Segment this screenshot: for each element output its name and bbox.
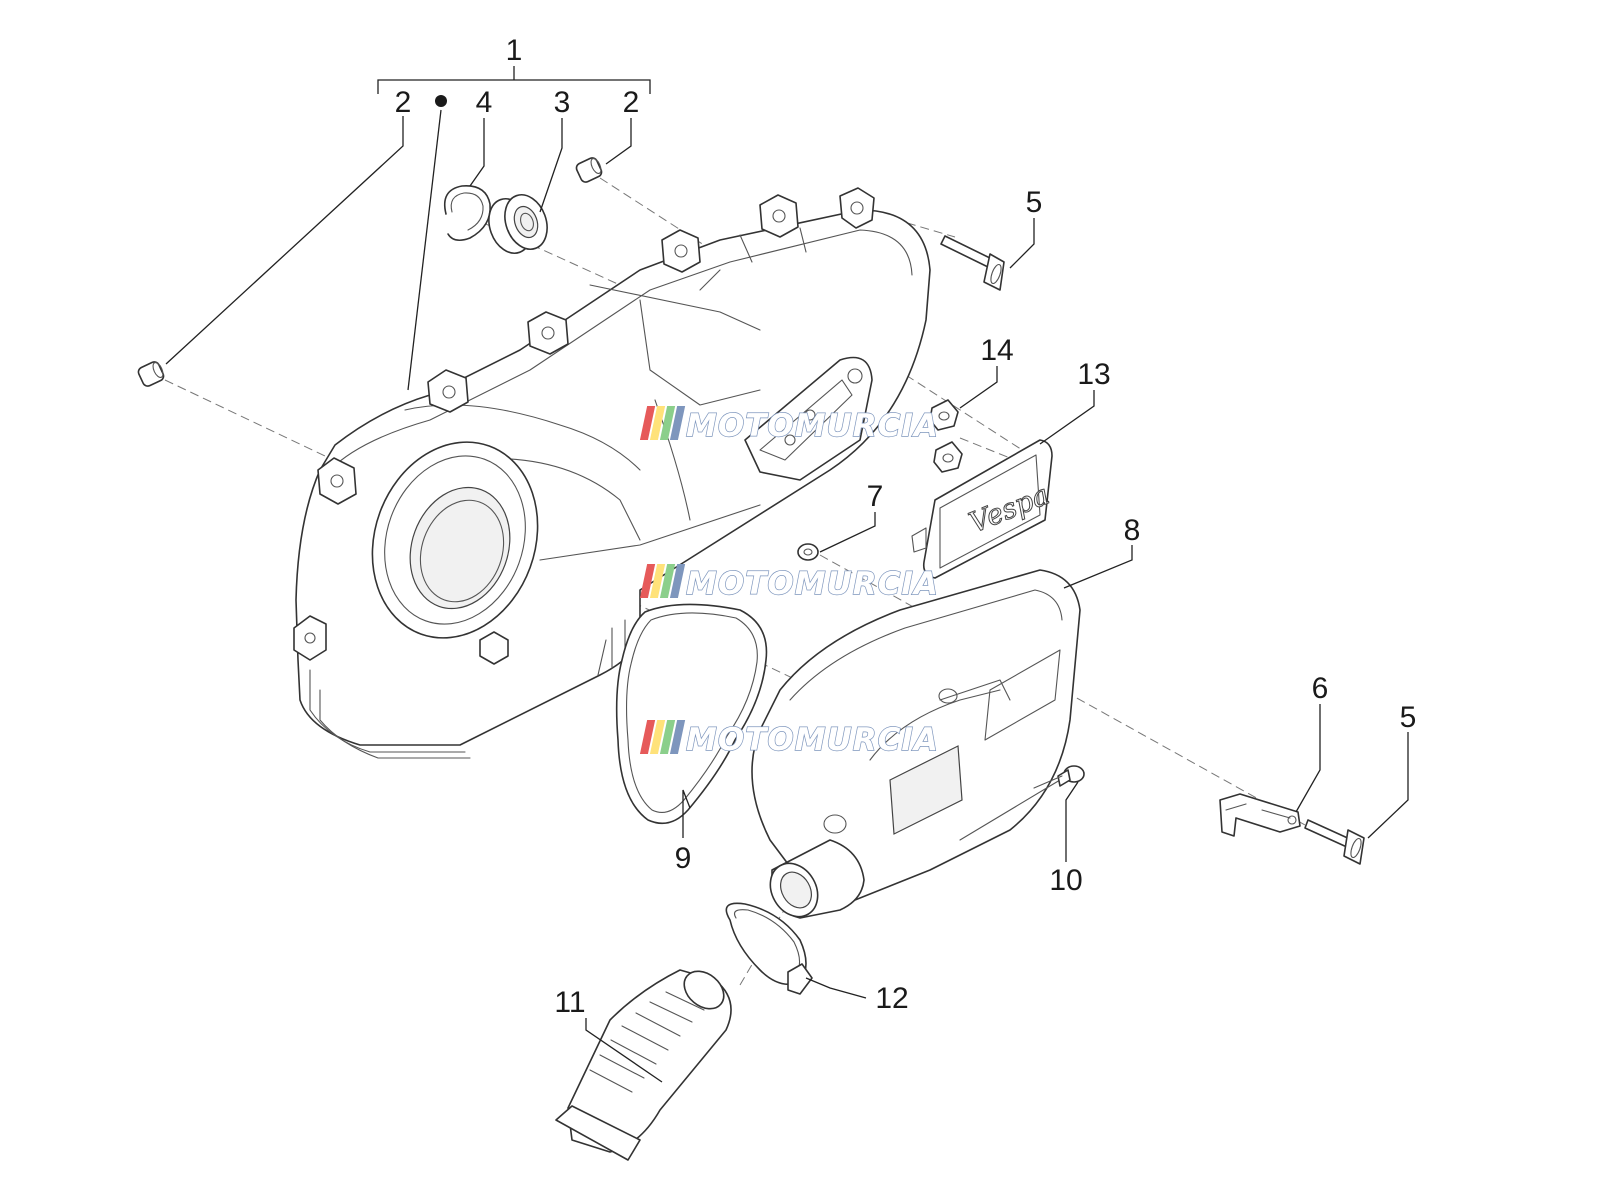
transmission-cover-part <box>293 187 931 759</box>
callout-9: 9 <box>675 842 692 875</box>
callout-14: 14 <box>980 334 1013 367</box>
watermark-text-top: MOTOMURCIA <box>686 408 939 444</box>
watermark-bottom: MOTOMURCIA <box>639 720 939 759</box>
callout-12: 12 <box>875 982 908 1015</box>
rubber-pad-lower-part <box>933 441 963 473</box>
callout-10: 10 <box>1049 864 1082 897</box>
callout-8: 8 <box>1124 514 1141 547</box>
watermark-text-bottom: MOTOMURCIA <box>686 722 939 758</box>
assembly-group-bracket <box>377 66 651 107</box>
hose-clamp-part <box>725 902 813 995</box>
callout-5-top: 5 <box>1026 186 1043 219</box>
included-part-dot <box>435 95 447 107</box>
air-filter-box-part <box>751 569 1081 919</box>
dowel-pin-left-part <box>137 361 165 387</box>
callout-11: 11 <box>554 986 585 1019</box>
intake-duct-part <box>555 969 732 1161</box>
dowel-pin-right-part <box>575 157 603 183</box>
callout-3: 3 <box>554 86 571 119</box>
callout-2-left: 2 <box>395 86 412 119</box>
callout-7: 7 <box>867 480 884 513</box>
watermark-top: MOTOMURCIA <box>639 406 939 445</box>
gasket-part <box>615 603 768 825</box>
leader-lines <box>165 109 1409 1083</box>
watermark-text-middle: MOTOMURCIA <box>686 566 939 602</box>
callout-4: 4 <box>476 86 493 119</box>
watermark-middle: MOTOMURCIA <box>639 564 939 603</box>
nut-part <box>797 543 819 561</box>
bracket-part <box>1219 793 1301 837</box>
callout-labels: 1 2 2 3 4 5 5 6 7 8 9 10 11 12 13 14 <box>395 34 1417 1019</box>
bearing-part <box>488 194 548 254</box>
callout-13: 13 <box>1077 358 1110 391</box>
callout-1: 1 <box>506 34 523 67</box>
badge-plate-part: Vespa <box>911 439 1054 579</box>
rubber-pad-upper-part <box>929 399 959 431</box>
callout-2-right: 2 <box>623 86 640 119</box>
callout-6: 6 <box>1312 672 1329 705</box>
callout-5-bottom: 5 <box>1400 701 1417 734</box>
screw-top-part <box>940 235 1005 291</box>
circlip-part <box>443 185 491 242</box>
screw-bottom-part <box>1304 819 1365 865</box>
small-screw-part <box>1033 765 1085 789</box>
